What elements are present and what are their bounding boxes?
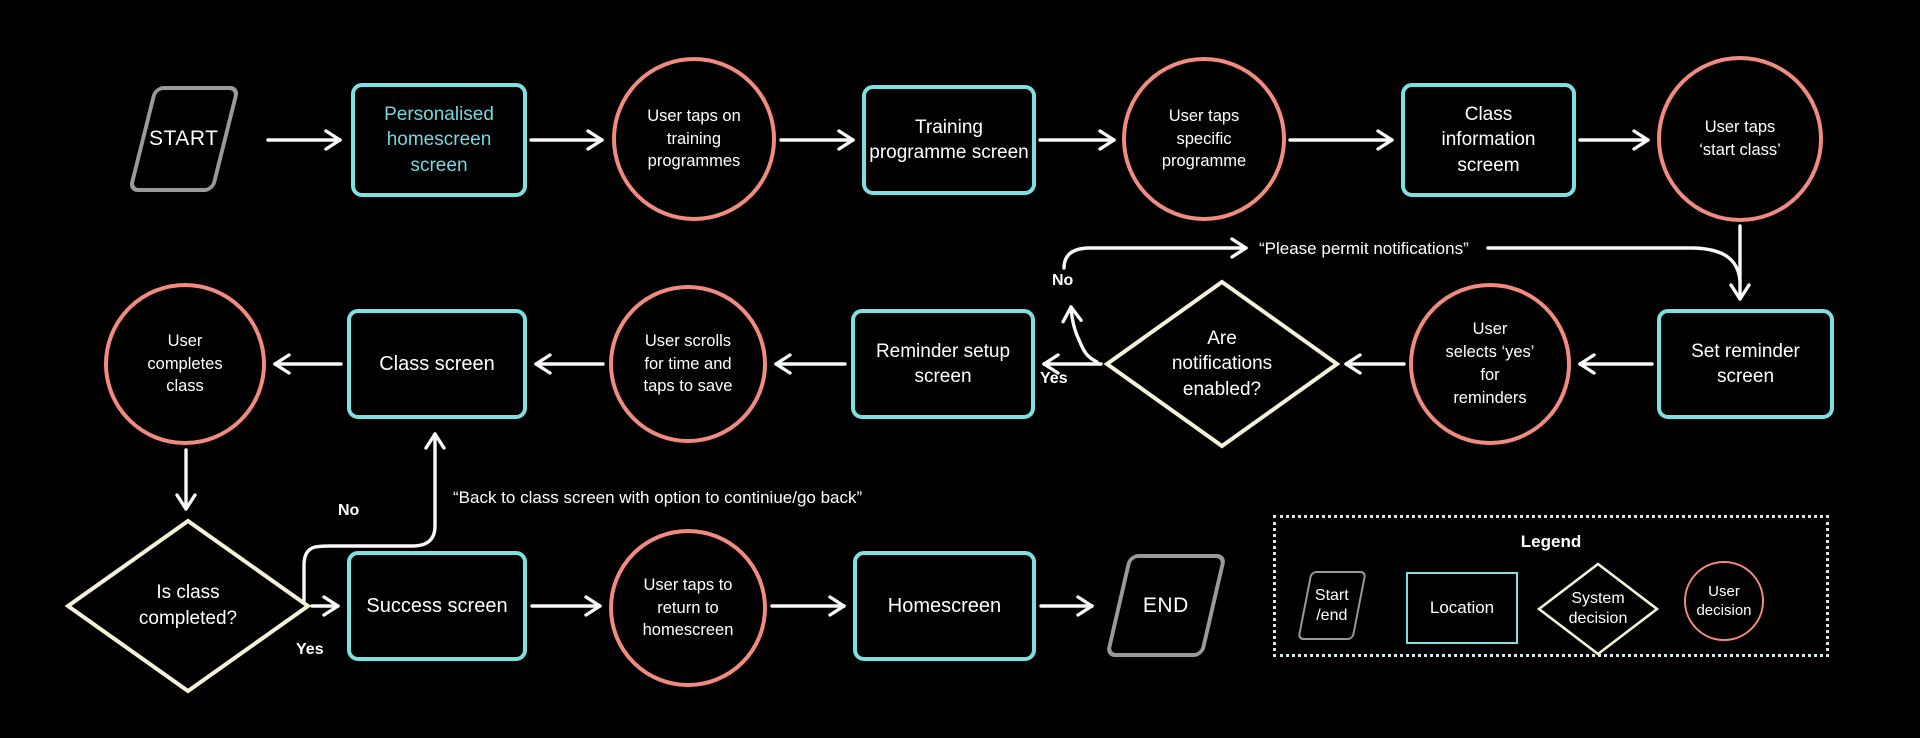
notifications-no-label: No — [1052, 272, 1074, 289]
legend-user-decision-shape: User decision — [1684, 561, 1764, 641]
homescreen-node: Homescreen — [853, 551, 1036, 661]
completed-no-label: No — [338, 502, 360, 519]
reminder-setup-label: Reminder setup screen — [875, 340, 1011, 387]
arrow-completed-no-to-class-screen — [302, 432, 446, 603]
arrow-notifications-no-squiggle — [1061, 305, 1099, 364]
set-reminder-node: Set reminder screen — [1657, 309, 1834, 419]
training-programme-node: Training programme screen — [862, 85, 1036, 195]
back-to-class-label: “Back to class screen with option to con… — [453, 488, 863, 507]
legend-system-decision-label: System decision — [1568, 590, 1628, 627]
class-information-node: Class information screem — [1401, 83, 1576, 197]
legend-system-decision-shape — [1536, 562, 1660, 656]
taps-return-label: User taps to return to homescreen — [642, 575, 734, 640]
taps-start-class-node: User taps ‘start class’ — [1657, 56, 1823, 222]
notifications-enabled-label: Are notifications enabled? — [1171, 327, 1273, 400]
set-reminder-label: Set reminder screen — [1691, 340, 1800, 387]
completed-yes-label: Yes — [296, 641, 324, 658]
legend-user-decision-label: User decision — [1696, 582, 1752, 620]
is-class-completed-label: Is class completed? — [138, 582, 238, 629]
personalised-homescreen-label: Personalised homescreen screen — [384, 104, 494, 176]
legend-startend-shape: Start /end — [1297, 571, 1367, 640]
completes-class-label: User completes class — [147, 331, 223, 396]
training-programme-label: Training programme screen — [869, 116, 1029, 163]
class-information-label: Class information screem — [1441, 104, 1536, 176]
taps-training-node: User taps on training programmes — [612, 57, 776, 221]
selects-yes-node: User selects ‘yes’ for reminders — [1409, 283, 1571, 445]
taps-start-class-label: User taps ‘start class’ — [1699, 118, 1781, 159]
permit-notifications-label: “Please permit notifications” — [1259, 239, 1469, 258]
selects-yes-label: User selects ‘yes’ for reminders — [1445, 320, 1535, 407]
taps-specific-label: User taps specific programme — [1161, 106, 1247, 171]
personalised-homescreen-node: Personalised homescreen screen — [351, 83, 527, 197]
notifications-decision-diamond — [1103, 279, 1341, 449]
class-screen-label: Class screen — [379, 352, 495, 375]
scrolls-time-node: User scrolls for time and taps to save — [609, 285, 767, 443]
notifications-yes-label: Yes — [1040, 370, 1068, 387]
legend-location-shape: Location — [1406, 572, 1518, 644]
taps-specific-node: User taps specific programme — [1122, 57, 1286, 221]
class-completed-decision-diamond — [64, 518, 312, 694]
legend-title: Legend — [1520, 532, 1582, 551]
arrow-no-to-permit-label — [1062, 237, 1248, 270]
scrolls-time-label: User scrolls for time and taps to save — [643, 331, 733, 396]
legend-panel: Legend Start /end Location System decisi… — [1273, 515, 1829, 657]
start-label: START — [149, 127, 219, 151]
success-screen-node: Success screen — [347, 551, 527, 661]
homescreen-label: Homescreen — [887, 594, 1002, 617]
legend-startend-label: Start /end — [1315, 586, 1349, 624]
taps-training-label: User taps on training programmes — [647, 106, 741, 171]
end-label: END — [1143, 593, 1189, 617]
class-screen-node: Class screen — [347, 309, 527, 419]
reminder-setup-node: Reminder setup screen — [851, 309, 1035, 419]
completes-class-node: User completes class — [104, 283, 266, 445]
legend-location-label: Location — [1429, 598, 1495, 617]
taps-return-node: User taps to return to homescreen — [609, 529, 767, 687]
success-screen-label: Success screen — [366, 594, 508, 617]
line-permit-label-to-set-reminder — [1486, 246, 1742, 283]
